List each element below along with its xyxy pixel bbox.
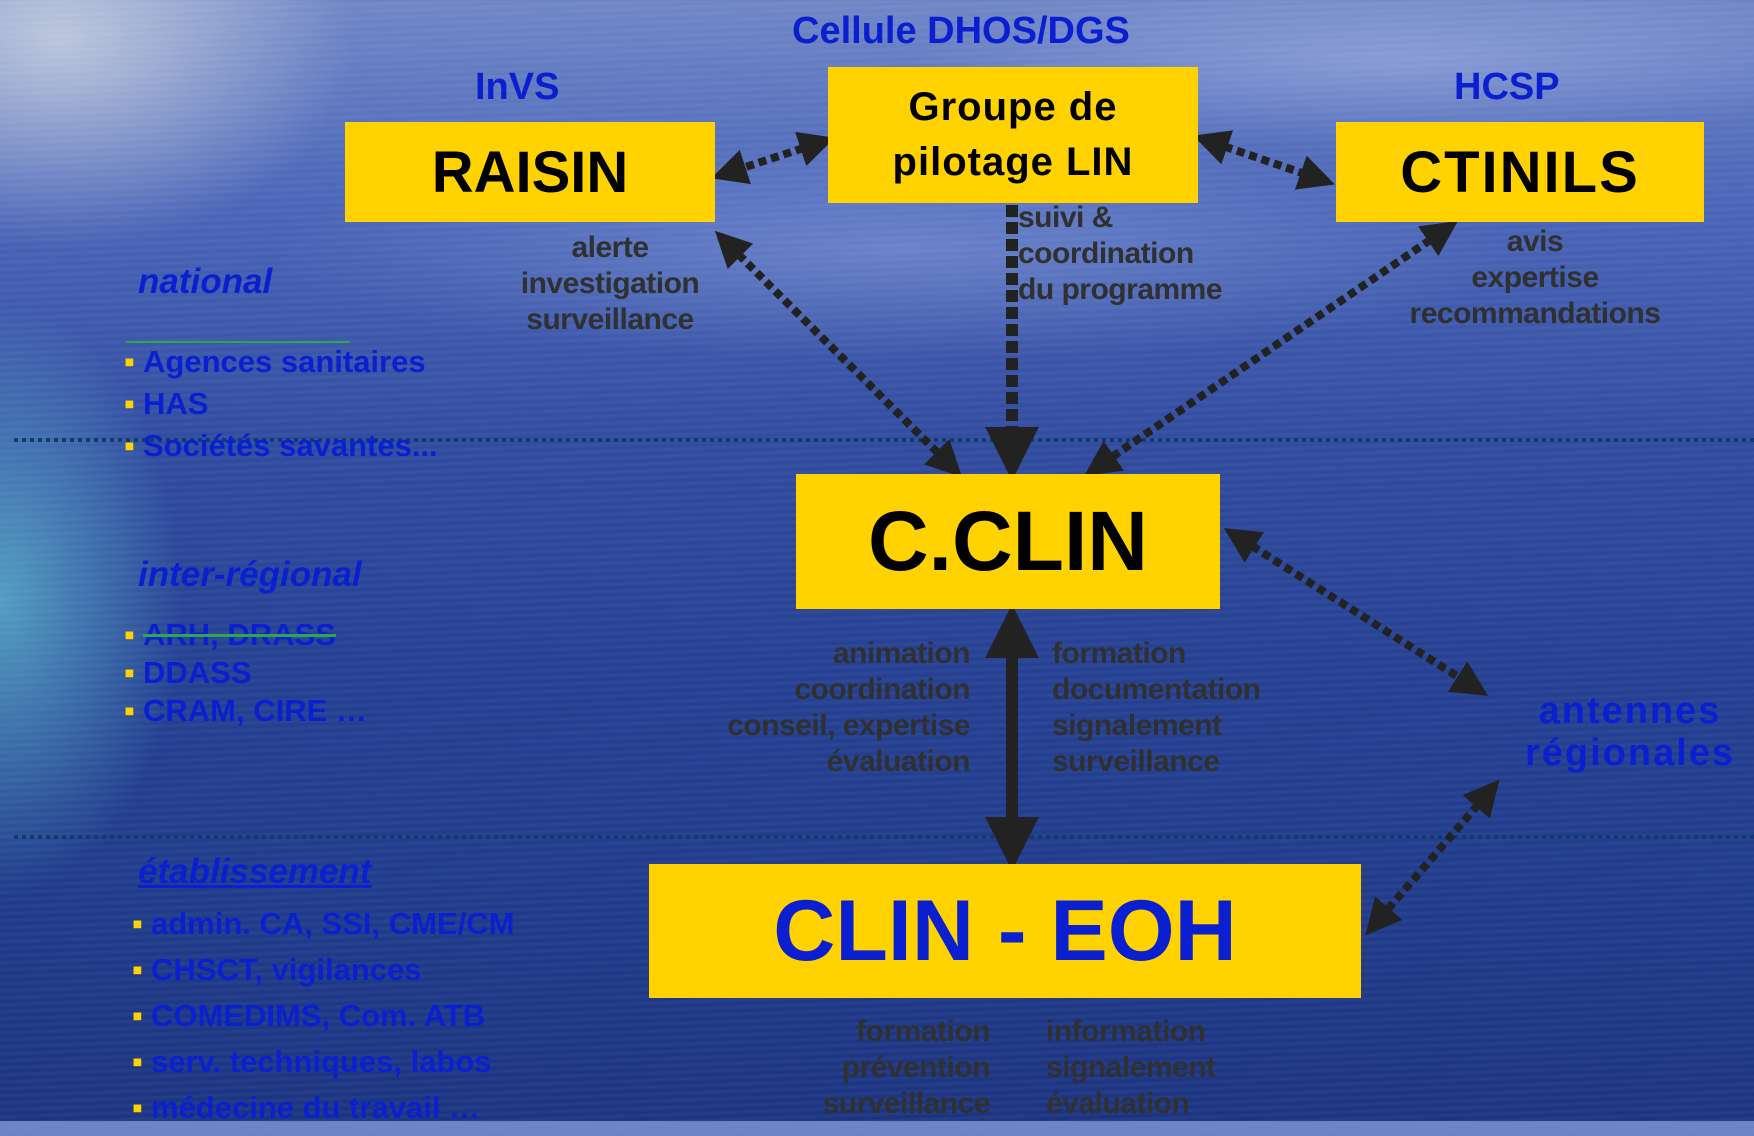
list-item: ▪DDASS [124, 655, 252, 690]
level-etablissement-list: ▪admin. CA, SSI, CME/CM ▪CHSCT, vigilanc… [132, 906, 514, 1136]
list-item: ▪Agences sanitaires [124, 344, 426, 379]
arrow-antennes-clin [1365, 779, 1500, 936]
caption-ctinils-roles: avis expertise recommandations [1409, 225, 1661, 330]
caption-clin-left: formation prévention surveillance [822, 1015, 991, 1120]
level-national-title: national [138, 262, 273, 301]
list-item: ▪CRAM, CIRE … [124, 693, 367, 728]
label-cellule: Cellule DHOS/DGS [792, 10, 1130, 52]
label-invs: InVS [475, 66, 560, 108]
level-interregional-title: inter-régional [138, 555, 362, 594]
list-item: ▪COMEDIMS, Com. ATB [132, 998, 486, 1033]
arrow-groupe-raisin [711, 131, 835, 185]
box-ctinils: CTINILS [1336, 122, 1704, 222]
list-item: ▪CHSCT, vigilances [132, 952, 422, 987]
box-groupe-pilotage: Groupe de pilotage LIN [828, 67, 1198, 203]
arrow-groupe-ctinils [1193, 130, 1335, 190]
caption-clin-right: information signalement évaluation [1046, 1015, 1216, 1120]
list-item: ▪admin. CA, SSI, CME/CM [132, 906, 515, 941]
level-interregional-list: ▪ARH, DRASS ▪DDASS ▪CRAM, CIRE … [124, 617, 367, 731]
list-item: ▪médecine du travail … [132, 1090, 481, 1125]
caption-cclin-right: formation documentation signalement surv… [1052, 637, 1261, 778]
label-antennes-regionales: antennes régionales [1524, 690, 1736, 774]
list-item: ▪serv. techniques, labos [132, 1044, 492, 1079]
arrow-ctinils-cclin [1084, 220, 1458, 477]
arrow-cclin-antennes [1223, 528, 1489, 696]
box-clin-eoh: CLIN - EOH [649, 864, 1361, 998]
list-item: ▪ARH, DRASS [124, 617, 336, 652]
level-national-list: ▪Agences sanitaires ▪HAS ▪Sociétés savan… [124, 344, 438, 470]
level-etablissement-title: établissement [138, 852, 372, 891]
list-item: ▪HAS [124, 386, 209, 421]
box-raisin: RAISIN [345, 122, 715, 222]
caption-raisin-roles: alerte investigation surveillance [520, 231, 700, 336]
list-item: ▪Sociétés savantes... [124, 428, 438, 463]
underline-national [126, 341, 350, 343]
caption-groupe-roles: suivi & coordination du programme [1018, 201, 1223, 306]
label-hcsp: HCSP [1454, 66, 1560, 108]
box-cclin: C.CLIN [796, 474, 1220, 609]
arrow-raisin-cclin [714, 230, 963, 478]
caption-cclin-left: animation coordination conseil, expertis… [727, 637, 970, 778]
